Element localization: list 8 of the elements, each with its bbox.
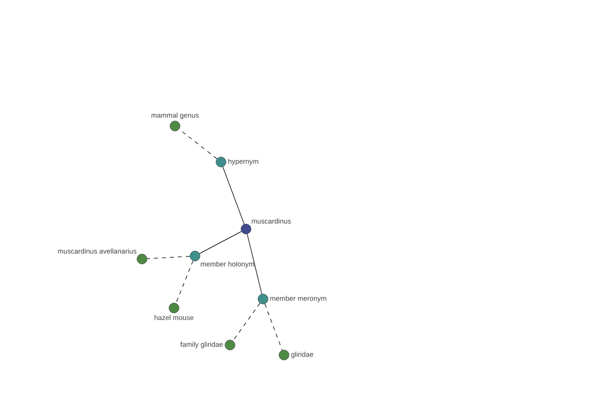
connector <box>222 166 244 224</box>
connector <box>199 231 242 254</box>
connector <box>178 128 218 160</box>
connector <box>176 260 194 304</box>
connector <box>264 304 282 350</box>
connector <box>246 234 262 294</box>
connector <box>232 302 260 342</box>
connector <box>146 256 190 259</box>
